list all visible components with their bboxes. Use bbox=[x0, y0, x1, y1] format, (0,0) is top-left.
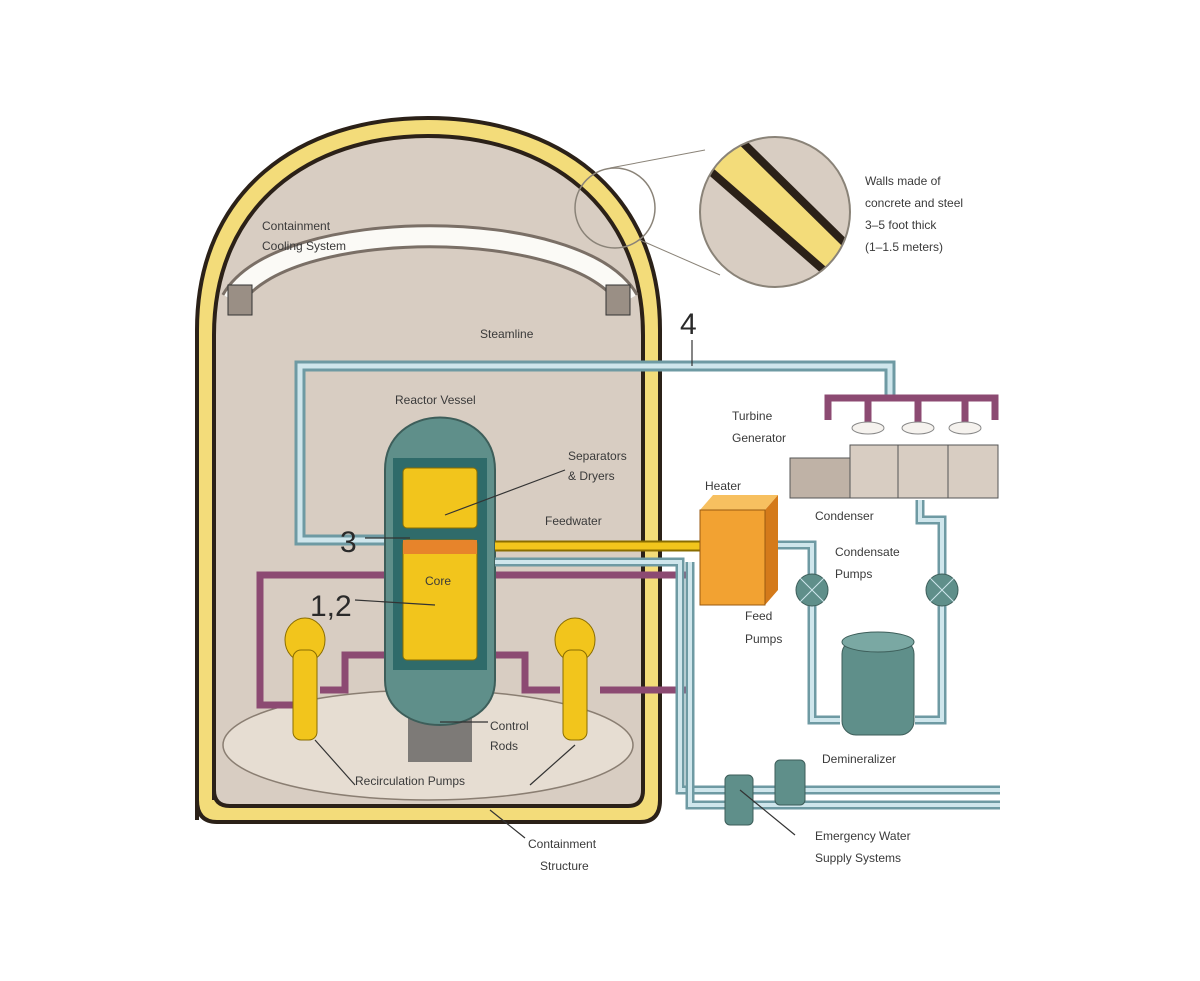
label-reactor-vessel: Reactor Vessel bbox=[395, 393, 476, 407]
label-condenser: Condenser bbox=[815, 509, 874, 523]
label-emergency-water-2: Supply Systems bbox=[815, 851, 901, 865]
marker-1-2: 1,2 bbox=[310, 590, 352, 623]
label-condensate-pumps-2: Pumps bbox=[835, 567, 872, 581]
feedwater-pipe bbox=[495, 540, 1000, 810]
condensate-pump-right bbox=[925, 573, 959, 607]
label-turbine-2: Generator bbox=[732, 431, 786, 445]
marker-3: 3 bbox=[340, 526, 357, 559]
label-walls-2: concrete and steel bbox=[865, 196, 963, 210]
label-control-rods: Control bbox=[490, 719, 529, 733]
demineralizer bbox=[841, 631, 915, 736]
steamline-pipe bbox=[294, 360, 896, 546]
leader-lines bbox=[314, 340, 796, 839]
label-walls-3: 3–5 foot thick bbox=[865, 218, 937, 232]
label-control-rods-2: Rods bbox=[490, 739, 518, 753]
label-separators-2: & Dryers bbox=[568, 469, 615, 483]
label-walls-4: (1–1.5 meters) bbox=[865, 240, 943, 254]
heater bbox=[699, 495, 778, 606]
reactor-vessel bbox=[384, 416, 496, 726]
label-steamline: Steamline bbox=[480, 327, 534, 341]
marker-4: 4 bbox=[680, 308, 697, 341]
label-cooling-system: Containment bbox=[262, 219, 331, 233]
turbine-generator bbox=[789, 394, 999, 499]
label-feedwater: Feedwater bbox=[545, 514, 602, 528]
label-emergency-water: Emergency Water bbox=[815, 829, 911, 843]
label-feed-pumps-2: Pumps bbox=[745, 632, 782, 646]
label-core: Core bbox=[425, 574, 451, 588]
label-heater: Heater bbox=[705, 479, 741, 493]
label-containment-structure-2: Structure bbox=[540, 859, 589, 873]
condensate-pipes bbox=[778, 500, 947, 725]
containment-cooling-system bbox=[221, 224, 639, 316]
label-recirculation-pumps: Recirculation Pumps bbox=[355, 774, 465, 788]
label-feed-pumps: Feed bbox=[745, 609, 772, 623]
label-walls: Walls made of bbox=[865, 174, 941, 188]
wall-detail-magnifier bbox=[574, 136, 851, 288]
recirculation-pump-right bbox=[554, 617, 596, 741]
label-demineralizer: Demineralizer bbox=[822, 752, 896, 766]
label-containment-structure: Containment bbox=[528, 837, 597, 851]
condensate-pump-left bbox=[795, 573, 829, 607]
label-cooling-system-2: Cooling System bbox=[262, 239, 346, 253]
label-turbine: Turbine bbox=[732, 409, 773, 423]
label-condensate-pumps: Condensate bbox=[835, 545, 900, 559]
recirculation-pump-left bbox=[284, 617, 326, 741]
label-separators: Separators bbox=[568, 449, 627, 463]
